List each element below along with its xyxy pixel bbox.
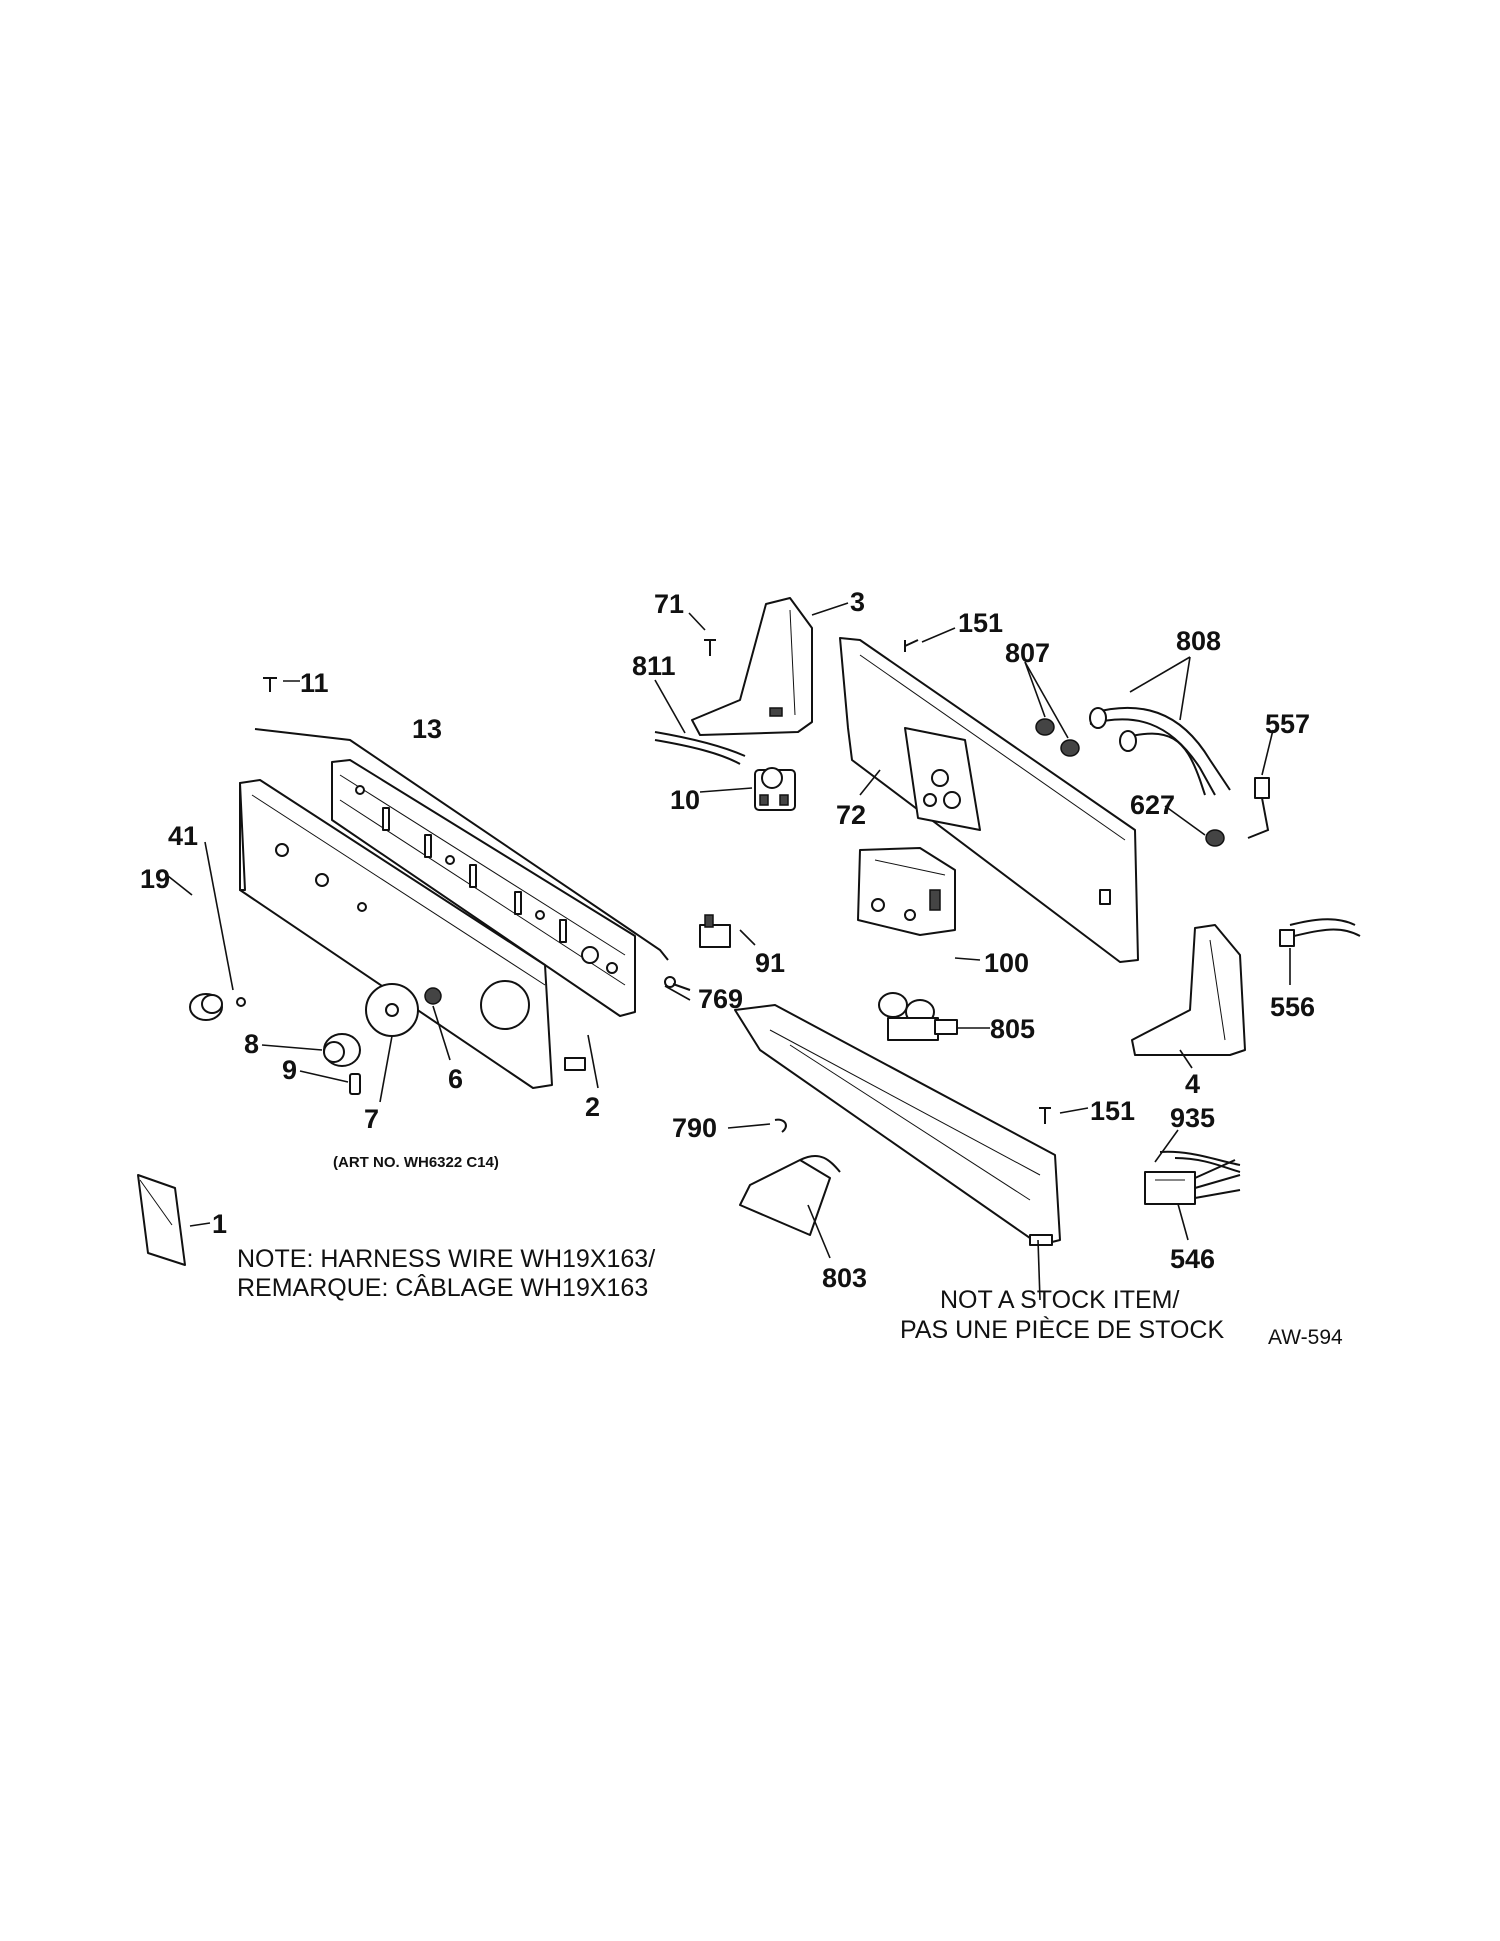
part-627-cap <box>1205 829 1225 847</box>
label-790: 790 <box>672 1113 717 1143</box>
part-546-connector <box>1144 1159 1241 1205</box>
label-807: 807 <box>1005 638 1050 668</box>
label-808: 808 <box>1176 626 1221 656</box>
label-11: 11 <box>300 668 329 698</box>
label-13: 13 <box>412 714 442 744</box>
label-811: 811 <box>632 651 676 681</box>
label-2: 2 <box>585 1092 600 1122</box>
part-151-screw-bottom <box>1039 1107 1051 1124</box>
part-10-pressure-switch <box>754 767 796 811</box>
part-100-timer <box>857 847 956 936</box>
label-557: 557 <box>1265 709 1310 739</box>
part-19-knob <box>189 993 223 1021</box>
part-1-envelope <box>137 1174 186 1266</box>
label-3: 3 <box>850 587 865 617</box>
part-556-wire <box>1279 918 1361 947</box>
part-13-console <box>254 728 669 1017</box>
label-91: 91 <box>755 948 785 978</box>
part-151-screw-top <box>904 639 919 652</box>
part-41-clip <box>236 997 246 1007</box>
label-769: 769 <box>698 984 743 1014</box>
part-labels: 71 3 151 807 808 811 11 13 557 10 72 627… <box>140 587 1315 1293</box>
part-8-knob <box>323 1033 361 1067</box>
part-557-power-cord <box>1247 777 1270 839</box>
diagram-code: AW-594 <box>1268 1326 1343 1349</box>
label-71: 71 <box>654 589 684 619</box>
part-790-clip <box>774 1118 787 1133</box>
label-19: 19 <box>140 864 170 894</box>
label-7: 7 <box>364 1104 379 1134</box>
label-8: 8 <box>244 1029 259 1059</box>
part-71-screw <box>704 639 716 656</box>
harness-note-line1: NOTE: HARNESS WIRE WH19X163/ <box>237 1245 655 1273</box>
part-lower-bracket <box>734 1004 1061 1246</box>
part-935-harness <box>1159 1150 1241 1173</box>
label-10: 10 <box>670 785 700 815</box>
part-7-dial <box>365 983 419 1037</box>
label-4: 4 <box>1185 1069 1200 1099</box>
part-803-dispenser <box>739 1154 841 1236</box>
part-2-control-panel <box>239 779 586 1089</box>
part-11-screw <box>263 677 277 692</box>
label-6: 6 <box>448 1064 463 1094</box>
label-935: 935 <box>1170 1103 1215 1133</box>
label-546: 546 <box>1170 1244 1215 1274</box>
part-3-end-cap <box>691 597 813 736</box>
label-9: 9 <box>282 1055 297 1085</box>
part-807-washers <box>1035 718 1080 757</box>
label-1: 1 <box>212 1209 227 1239</box>
art-number: (ART NO. WH6322 C14) <box>333 1154 499 1171</box>
part-9-clip <box>349 1073 361 1095</box>
label-100: 100 <box>984 948 1029 978</box>
part-805-water-valve <box>878 992 958 1041</box>
part-91-switch <box>699 914 731 948</box>
part-72-backsplash <box>839 637 1139 963</box>
part-4-end-cap <box>1131 924 1246 1056</box>
label-803: 803 <box>822 1263 867 1293</box>
stock-note-line1: NOT A STOCK ITEM/ <box>940 1286 1179 1314</box>
label-627: 627 <box>1130 790 1175 820</box>
leader-lines <box>167 602 1291 1301</box>
label-151-top: 151 <box>958 608 1003 638</box>
label-41: 41 <box>168 821 198 851</box>
stock-note-line2: PAS UNE PIÈCE DE STOCK <box>900 1315 1224 1344</box>
label-72: 72 <box>836 800 866 830</box>
harness-note-line2: REMARQUE: CÂBLAGE WH19X163 <box>237 1273 648 1302</box>
label-805: 805 <box>990 1014 1035 1044</box>
label-556: 556 <box>1270 992 1315 1022</box>
part-769-wire-clip <box>664 976 691 991</box>
part-808-fill-hoses <box>1089 706 1231 796</box>
part-811-hose <box>654 731 746 765</box>
label-151-bottom: 151 <box>1090 1096 1135 1126</box>
part-6-nut <box>424 987 442 1005</box>
